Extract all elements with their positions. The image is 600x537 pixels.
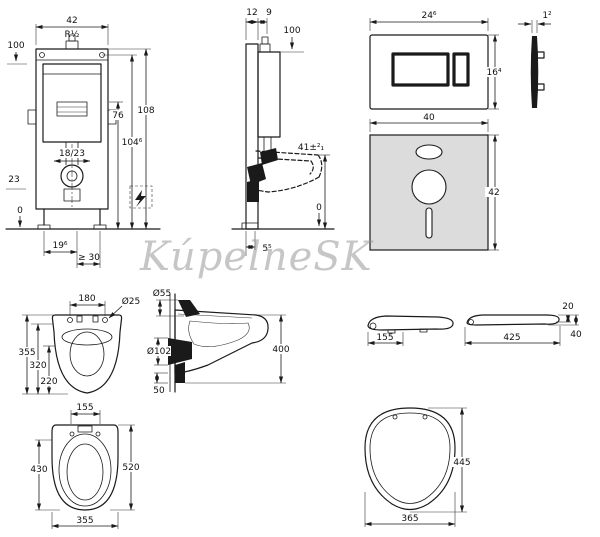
dim-level-0: 0 [316,203,322,213]
hinge-hole [392,414,398,420]
seat-side-dimensions-right: 425 20 40 [464,302,582,346]
mat-drawing [369,134,489,251]
geberit-sticker [56,101,88,117]
hinge [468,319,474,325]
bowl-top-dimensions: 155 430 520 355 [30,403,140,529]
power-connection-icon [129,185,153,209]
dim-108: 108 [137,106,154,116]
dim-plate-height: 16⁴ [486,68,501,78]
dim-plate-width: 24⁶ [421,11,436,21]
seat-top-dimensions: 445 365 [364,407,472,527]
dim-min-30: ≥ 30 [78,253,100,263]
bowl-front-dimensions: 180 Ø25 355 320 220 [18,294,141,395]
dim-width: 42 [66,16,77,26]
dim-level-0: 0 [17,206,23,216]
dim-width-355: 355 [76,516,93,526]
dim-55: 5⁵ [262,244,272,254]
flush-plate-drawing [369,34,489,110]
flush-button-large [391,52,450,87]
bowl-side-view: Ø55 Ø102 400 50 [147,288,292,396]
bowl-front-drawing [51,314,123,394]
flush-inlet-pipe [178,300,200,317]
flush-plate-front-view: 24⁶ 16⁴ [369,11,504,110]
hinge [369,322,377,330]
plate-profile-drawing [530,36,545,108]
wc-pan-dashed-outline [255,150,323,193]
dim-520: 520 [122,463,139,473]
dim-hole-diameter: Ø25 [122,296,141,307]
dim-355: 355 [18,348,35,358]
bowl-top-drawing [51,424,119,511]
dim-pipe-18-23: 18/23 [59,149,85,159]
seat-side-dimensions-left: 155 [367,332,404,346]
bowl-front-view: 180 Ø25 355 320 220 [18,294,141,395]
dim-length-445: 445 [453,458,470,468]
seat-slim-side [466,314,560,326]
flush-plate-dimensions: 24⁶ 16⁴ [369,11,504,110]
dim-inlet-thread: R½ [65,30,80,40]
dim-depth-400: 400 [272,345,289,355]
bowl-top-view: 155 430 520 355 [30,403,140,529]
dim-inlet-diameter: Ø55 [153,288,172,299]
hinge-hole [422,414,428,420]
dim-1046: 104⁶ [122,138,143,148]
outlet-pipe [168,338,192,365]
bowl-side-dimensions: Ø55 Ø102 400 50 [147,288,292,396]
flush-plate-side-view: 1² [518,11,552,108]
dim-seat-height: 41±²₁ [298,143,325,153]
dim-76: 76 [112,111,124,121]
dim-220: 220 [40,377,57,387]
dim-hole-spacing: 180 [78,294,95,304]
bowl-side-drawing [168,293,269,393]
cistern-dimensions: 42 R½ 100 76 104⁶ 108 18/23 23 0 [6,16,156,268]
dim-width-365: 365 [401,514,418,524]
installation-side-view: 12 9 100 41±²₁ 0 5⁵ [231,8,335,256]
side-dimensions: 12 9 100 41±²₁ 0 5⁵ [245,8,330,256]
cistern-front-view: 42 R½ 100 76 104⁶ 108 18/23 23 0 [5,16,161,268]
dim-level-100: 100 [283,26,300,36]
dim-hinge-155: 155 [376,333,393,343]
plate-side-dimensions: 1² [518,11,552,33]
dim-outlet-diameter: Ø102 [147,346,171,357]
dim-length-425: 425 [503,333,520,343]
sound-insulation-mat: 40 42 [369,113,504,251]
seat-top-drawing [364,407,456,511]
dim-depth-12: 12 [246,8,257,18]
flush-button-small [452,52,470,87]
dim-thickness-20: 20 [562,302,574,312]
dim-plate-thickness: 1² [542,11,552,21]
seat-side-views: 155 425 20 40 [367,302,582,346]
dim-level-23: 23 [8,175,19,185]
dim-196: 19⁶ [52,241,67,251]
seat-with-lid-side [367,315,454,334]
dim-level-100: 100 [7,41,24,51]
dim-mat-width: 40 [423,113,435,123]
mat-dimensions: 40 42 [369,113,504,251]
dim-depth-9: 9 [266,8,272,18]
dim-mat-height: 42 [488,188,499,198]
dim-320: 320 [29,361,46,371]
dim-50: 50 [153,386,165,396]
side-frame-drawing [231,36,335,230]
dim-155: 155 [76,403,93,413]
dim-thickness-40: 40 [570,330,582,340]
seat-top-view: 445 365 [364,407,472,527]
dim-430: 430 [30,465,47,475]
